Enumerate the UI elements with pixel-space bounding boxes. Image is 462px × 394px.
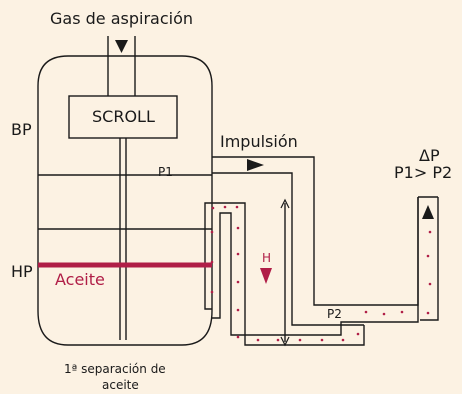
height-arrow-top <box>280 198 290 209</box>
discharge-line-inner <box>212 172 364 326</box>
scroll-label: SCROLL <box>92 107 155 126</box>
p2-label: P2 <box>327 307 342 321</box>
suction-gas-label: Gas de aspiración <box>50 9 194 28</box>
height-down-arrow <box>260 268 272 284</box>
scroll-box <box>68 95 178 139</box>
bp-label: BP <box>11 120 32 139</box>
compressor-shell <box>37 55 213 346</box>
oil-droplets-trap <box>210 205 360 342</box>
oil-trap-inner <box>212 197 419 336</box>
height-arrow-bottom <box>280 336 290 347</box>
pressure-relation-label: P1> P2 <box>394 163 453 182</box>
first-separation-label-line2: aceite <box>102 378 139 392</box>
riser-arrow <box>422 205 434 219</box>
discharge-label: Impulsión <box>220 132 298 151</box>
height-label: H <box>262 251 272 265</box>
hp-label: HP <box>11 262 33 281</box>
discharge-line-outer <box>212 156 419 306</box>
oil-droplets-riser <box>364 230 432 316</box>
p1-label: P1 <box>158 165 173 179</box>
oil-trap-outer <box>204 202 365 346</box>
first-separation-label-line1: 1ª separación de <box>64 362 166 376</box>
discharge-arrow <box>247 159 264 171</box>
riser-outer <box>420 197 439 321</box>
suction-arrow <box>115 40 128 53</box>
delta-p-label: ΔP <box>419 146 440 165</box>
oil-label: Aceite <box>55 270 105 289</box>
